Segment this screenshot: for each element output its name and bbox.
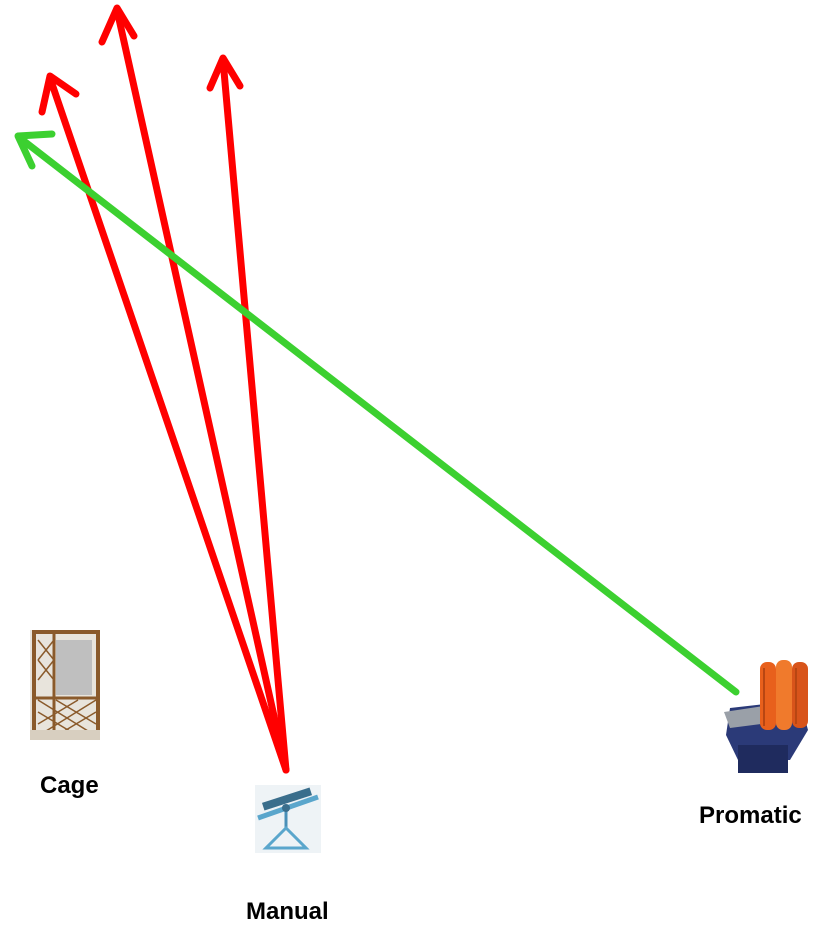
promatic-machine-icon	[724, 660, 808, 773]
cage-icon	[30, 630, 100, 740]
red-arrow-middle	[102, 8, 286, 770]
cage-label: Cage	[40, 772, 99, 800]
manual-label: Manual	[246, 898, 329, 926]
promatic-label: Promatic	[699, 802, 802, 830]
manual-trap-icon	[255, 785, 321, 853]
green-trajectory-arrow	[18, 134, 736, 692]
